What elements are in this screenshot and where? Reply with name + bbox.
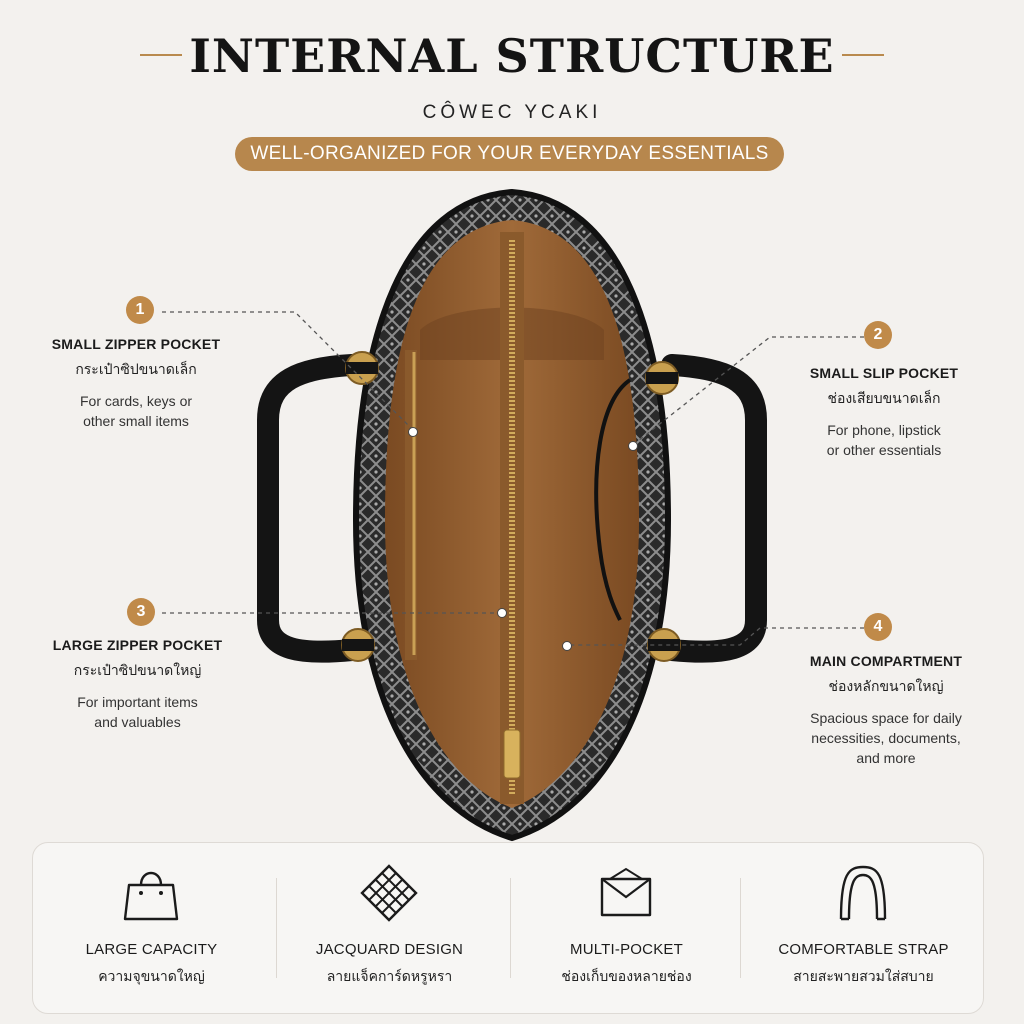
callout-number-2: 2 [864,321,892,349]
features-panel: LARGE CAPACITY ความจุขนาดใหญ่ JACQUARD D… [32,842,984,1014]
feature-thai-label: ช่องเก็บของหลายช่อง [561,969,692,985]
callout-desc-line: For phone, lipstick [827,422,941,438]
callout-desc-line: Spacious space for daily [810,710,962,726]
handbag-icon [123,871,179,921]
feature-label: COMFORTABLE STRAP [778,941,949,958]
bag-interior-illustration [257,188,767,842]
callout-desc-line: For cards, keys or [79,393,193,409]
callout-description: For important items and valuables [40,692,235,732]
feature-jacquard-design: JACQUARD DESIGN ลายแจ็คการ์ดหรูหรา [271,843,508,1013]
callout-small-slip-pocket: SMALL SLIP POCKET ช่องเสียบขนาดเล็ก For … [790,365,978,460]
callout-thai-title: กระเป๋าซิปขนาดเล็ก [75,362,197,378]
callout-desc-line: or other essentials [826,442,942,458]
callout-title: SMALL ZIPPER POCKET [51,336,221,352]
page-title: INTERNAL STRUCTURE [189,29,835,83]
feature-divider [276,878,277,978]
feature-thai-label: ลายแจ็คการ์ดหรูหรา [326,969,453,985]
callout-title: MAIN COMPARTMENT [809,653,963,669]
callout-number-3: 3 [127,598,155,626]
callout-desc-line: necessities, documents, [811,730,961,746]
callout-thai-title: ช่องเสียบขนาดเล็ก [827,391,941,407]
feature-comfortable-strap: COMFORTABLE STRAP สายสะพายสวมใส่สบาย [745,843,982,1013]
feature-thai-label: สายสะพายสวมใส่สบาย [793,969,934,985]
jacquard-pattern-icon [360,864,418,922]
callout-description: Spacious space for daily necessities, do… [782,708,990,768]
callout-thai-title: กระเป๋าซิปขนาดใหญ่ [73,663,202,679]
title-row: INTERNAL STRUCTURE [0,28,1024,84]
multi-pocket-icon [600,867,652,917]
callout-small-zipper-pocket: SMALL ZIPPER POCKET กระเป๋าซิปขนาดเล็ก F… [40,336,232,431]
callout-main-compartment: MAIN COMPARTMENT ช่องหลักขนาดใหญ่ Spacio… [782,653,990,768]
callout-thai-title: ช่องหลักขนาดใหญ่ [828,679,944,695]
title-divider-left [140,54,182,56]
callout-desc-line: other small items [83,413,189,429]
left-handle [257,354,363,663]
callout-title: LARGE ZIPPER POCKET [52,637,223,653]
callout-number-1: 1 [126,296,154,324]
callout-desc-line: For important items [77,694,198,710]
title-divider-right [842,54,884,56]
callout-title: SMALL SLIP POCKET [809,365,959,381]
feature-label: LARGE CAPACITY [85,941,218,958]
feature-divider [510,878,511,978]
feature-thai-label: ความจุขนาดใหญ่ [98,969,205,985]
feature-label: JACQUARD DESIGN [315,941,464,958]
callout-desc-line: and more [856,750,916,766]
feature-multi-pocket: MULTI-POCKET ช่องเก็บของหลายช่อง [508,843,745,1013]
brand-name: CÔWEC YCAKI [422,102,602,123]
feature-label: MULTI-POCKET [570,941,683,958]
callout-desc-line: and valuables [94,714,181,730]
right-handle [661,354,767,663]
feature-large-capacity: LARGE CAPACITY ความจุขนาดใหญ่ [33,843,270,1013]
callout-number-4: 4 [864,613,892,641]
strap-icon [839,865,887,921]
feature-divider [740,878,741,978]
callout-large-zipper-pocket: LARGE ZIPPER POCKET กระเป๋าซิปขนาดใหญ่ F… [40,637,235,732]
tagline-banner: WELL-ORGANIZED FOR YOUR EVERYDAY ESSENTI… [235,137,784,171]
callout-description: For cards, keys or other small items [40,391,232,431]
callout-description: For phone, lipstick or other essentials [790,420,978,460]
